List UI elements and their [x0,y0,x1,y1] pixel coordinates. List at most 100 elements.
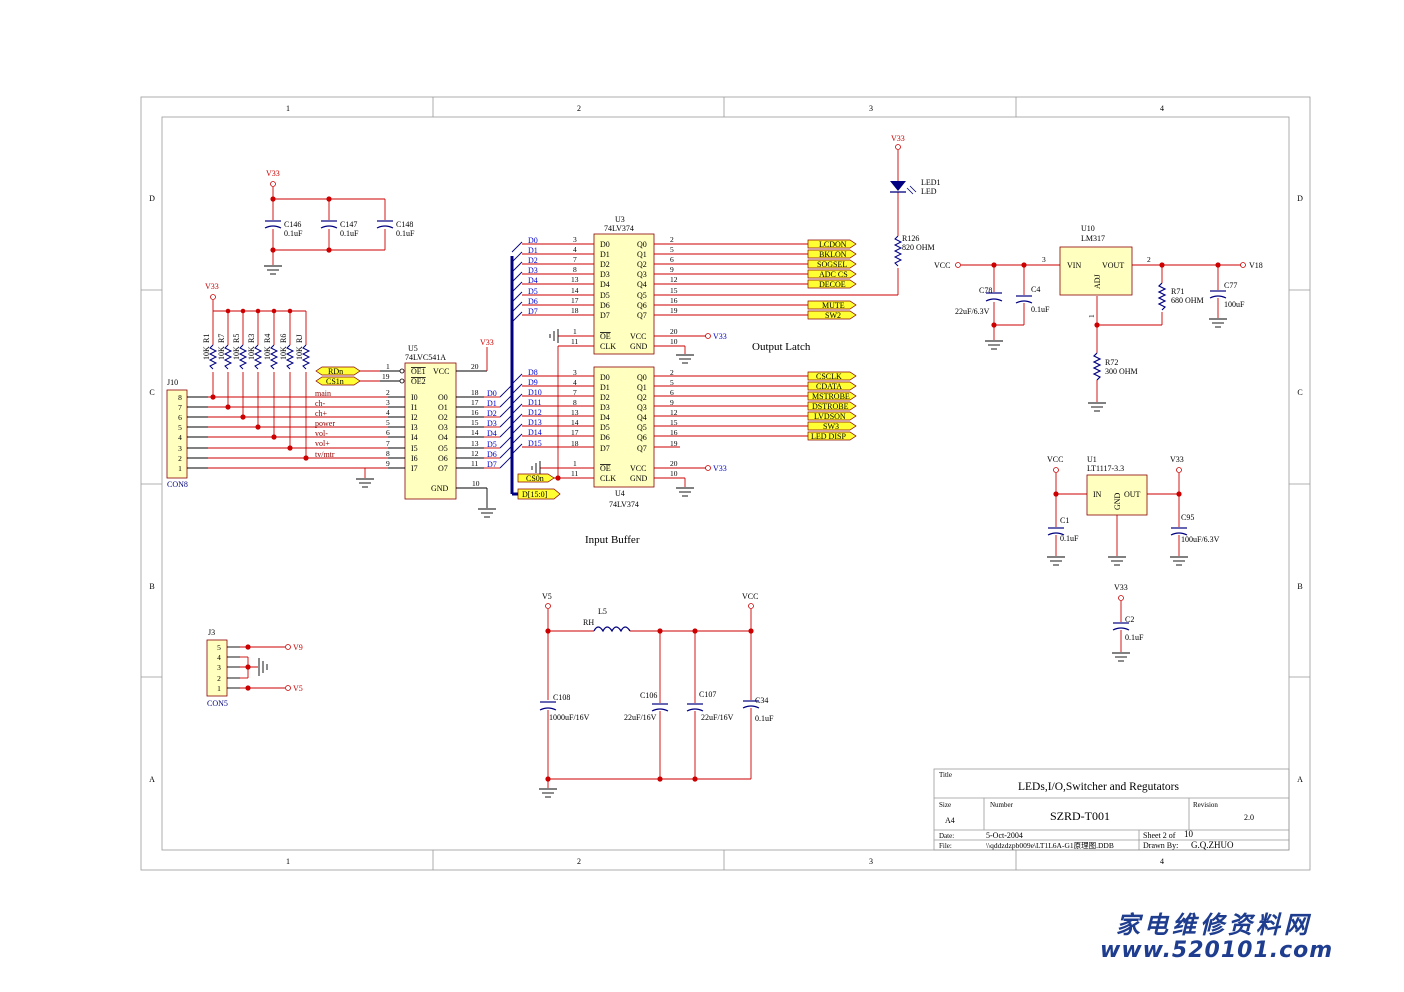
svg-text:Q5: Q5 [637,423,647,432]
title-block: Title Size Number Revision Date: File: L… [933,768,1290,851]
j10-name: CON8 [167,480,188,489]
svg-text:C1: C1 [1060,516,1069,525]
svg-text:V5: V5 [293,684,303,693]
svg-text:2: 2 [670,235,674,244]
net-tag-cs1n: CS1n [315,376,361,386]
net-tag-mute: MUTE [822,301,845,310]
svg-text:16: 16 [670,296,678,305]
power-label-v33: V33 [891,134,905,143]
row-label: B [149,582,154,591]
svg-text:D2: D2 [600,393,610,402]
resistor-value: 10K [247,346,256,360]
svg-text:D6: D6 [487,450,497,459]
svg-text:D7: D7 [600,311,610,320]
svg-text:I4: I4 [411,433,418,442]
svg-text:C2: C2 [1125,615,1134,624]
svg-text:8: 8 [386,449,390,458]
section-input-buffer: Input Buffer [585,534,640,546]
svg-text:4: 4 [386,408,390,417]
svg-text:15: 15 [670,286,678,295]
resistor-ref: RJ [295,335,304,343]
svg-text:V18: V18 [1249,261,1263,270]
u5-oe1: OE1 [411,367,426,376]
svg-text:D3: D3 [487,419,497,428]
drawing-number: SZRD-T001 [1050,809,1110,823]
svg-text:0.1uF: 0.1uF [1125,633,1144,642]
svg-text:2: 2 [217,674,221,683]
resistor-ref: R6 [279,334,288,343]
svg-text:Q2: Q2 [637,260,647,269]
j10-pin: 5 [178,423,182,432]
svg-text:19: 19 [670,439,678,448]
svg-text:D3: D3 [528,266,538,275]
svg-text:1: 1 [386,362,390,371]
u4-ref: U4 [615,489,625,498]
resistor-ref: R1 [202,334,211,343]
svg-text:10: 10 [1184,829,1194,839]
j10-pin: 2 [178,454,182,463]
svg-text:D13: D13 [528,418,542,427]
svg-text:D4: D4 [528,276,538,285]
svg-text:U1: U1 [1087,455,1097,464]
svg-text:C107: C107 [699,690,716,699]
svg-text:14: 14 [471,428,479,437]
svg-text:5: 5 [670,245,674,254]
svg-text:J3: J3 [208,628,215,637]
net-tag-led-disp: LED DISP [811,432,846,441]
pullup-resistor-network: V33 R1 10K R7 10K R5 10K [202,282,311,461]
svg-text:I6: I6 [411,454,418,463]
svg-text:Title: Title [939,771,952,779]
svg-text:O4: O4 [438,433,448,442]
svg-text:16: 16 [670,428,678,437]
svg-text:4: 4 [573,245,577,254]
net-label-vol-minus: vol- [315,429,328,438]
svg-text:D2: D2 [528,256,538,265]
svg-text:LM317: LM317 [1081,234,1105,243]
svg-text:10: 10 [670,337,678,346]
watermark-url: www.520101.com [1100,938,1334,963]
svg-text:Drawn By:: Drawn By: [1143,841,1178,850]
ground-symbol [1047,556,1188,566]
svg-text:1: 1 [1087,314,1096,318]
col-label: 4 [1160,104,1164,113]
svg-text:VCC: VCC [630,464,646,473]
power-filter-l5: V5 VCC L5 RH [539,592,774,798]
data-bus: D[15:0] [510,241,561,500]
svg-text:1: 1 [217,684,221,693]
svg-text:6: 6 [386,428,390,437]
ground-symbol [258,658,268,676]
svg-text:680 OHM: 680 OHM [1171,296,1204,305]
ground-symbol [985,318,1227,412]
col-label: 2 [577,857,581,866]
u5-gnd: GND [431,484,449,493]
svg-text:D0: D0 [487,389,497,398]
net-tag-bus: D[15:0] [517,488,561,500]
j10-pin: 3 [178,444,182,453]
svg-text:V33: V33 [1170,455,1184,464]
svg-text:1000uF/16V: 1000uF/16V [549,713,590,722]
net-tag-sogsel: SOGSEL [817,260,847,269]
svg-text:I5: I5 [411,444,418,453]
svg-text:CLK: CLK [600,342,616,351]
svg-text:12: 12 [471,449,479,458]
svg-text:19: 19 [382,372,390,381]
ground-symbol [549,329,694,364]
svg-text:11: 11 [471,459,478,468]
net-tag-lvdson: LVDSON [814,412,846,421]
svg-text:D0: D0 [600,240,610,249]
svg-text:D7: D7 [487,460,497,469]
u5-part: 74LVC541A [405,353,446,362]
power-label-v33: V33 [266,169,280,178]
regulator-u1: VCC V33 U1 LT1117-3.3 IN OUT GND C1 0.1u… [1047,455,1220,566]
svg-text:G.Q.ZHUO: G.Q.ZHUO [1191,840,1234,850]
svg-text:22uF/6.3V: 22uF/6.3V [955,307,990,316]
svg-text:A4: A4 [945,816,955,825]
cap-value: 0.1uF [396,229,415,238]
resistor-ref: R4 [263,334,272,343]
connector-j3: J3 5 4 3 2 1 CON5 V9 V5 [206,628,303,708]
decoupling-caps-top: V33 C146 0.1uF C147 0.1uF C148 0.1uF [264,169,415,275]
led-icon [890,181,906,191]
svg-text:7: 7 [386,439,390,448]
